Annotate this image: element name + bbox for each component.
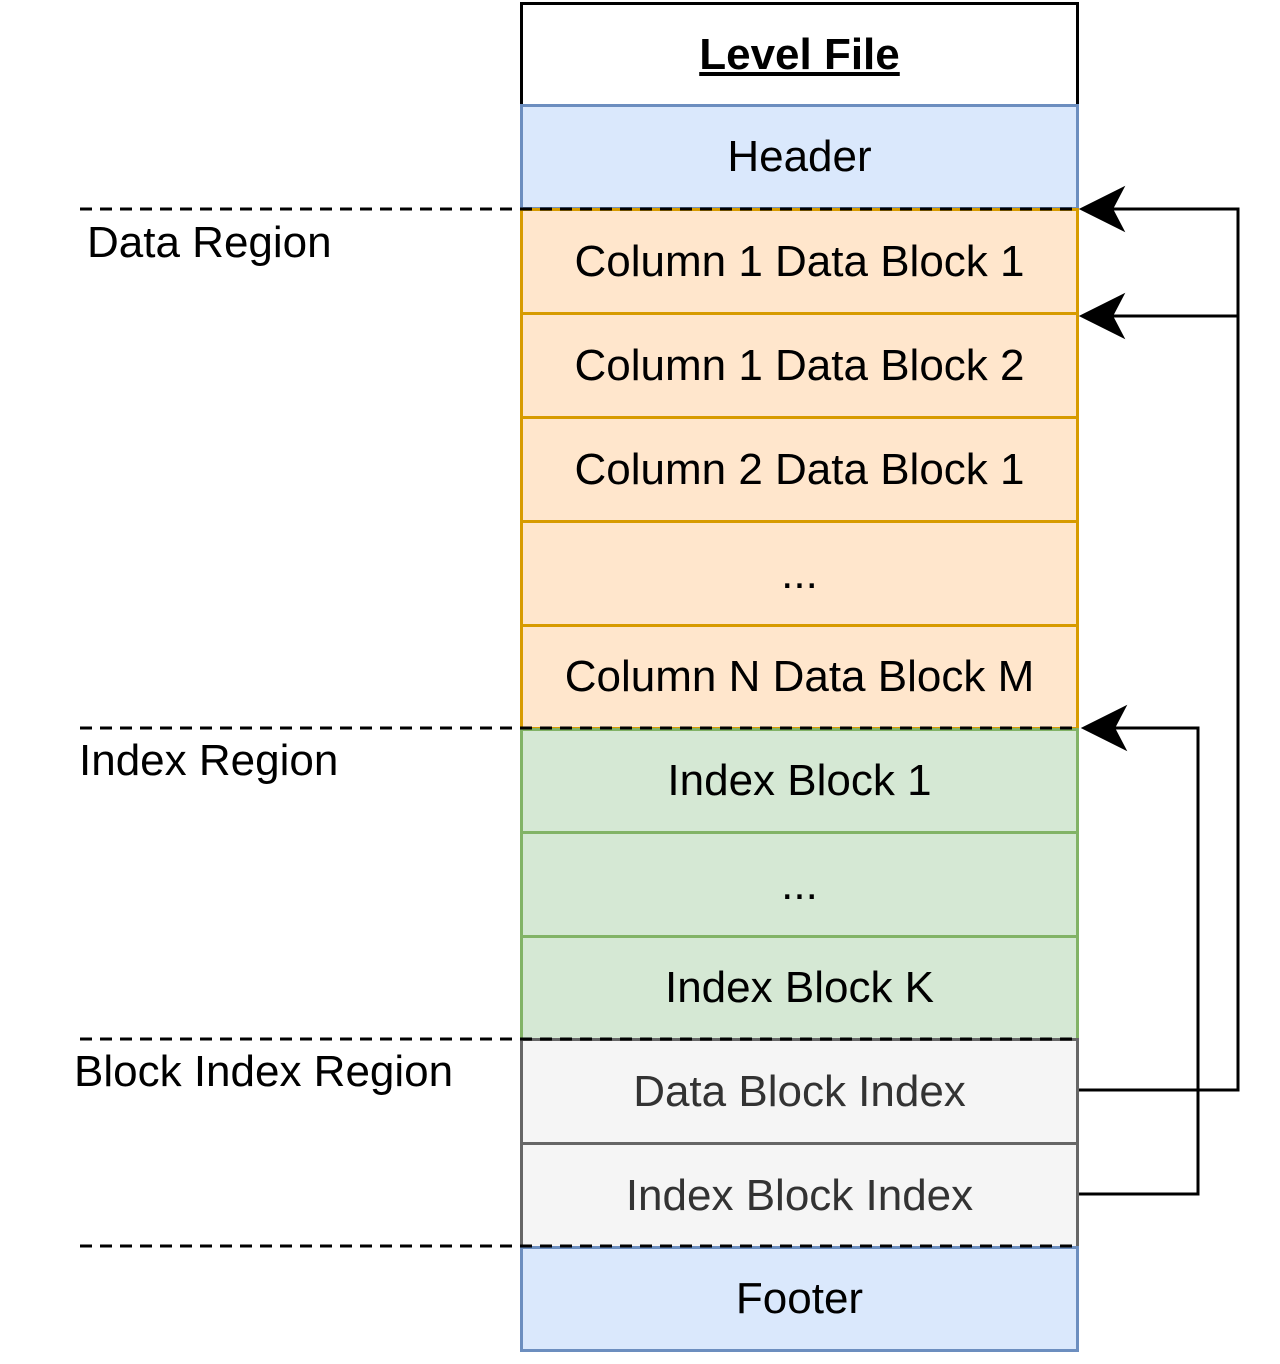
index-block-k: Index Block K	[520, 935, 1079, 1041]
arrowhead-to-column-1-block-1	[1078, 185, 1126, 233]
header-label: Header	[727, 132, 872, 181]
column-2-data-block-1-label: Column 2 Data Block 1	[574, 444, 1025, 494]
index-region-label: Index Region	[79, 736, 339, 785]
data-block-index-arrow-line-1	[1079, 207, 1240, 1092]
footer-block: Footer	[520, 1246, 1079, 1352]
index-block-index-arrow-line	[1079, 726, 1200, 1196]
data-ellipsis-label: ...	[781, 548, 818, 598]
level-file-title: Level File	[699, 30, 900, 79]
column-1-data-block-2: Column 1 Data Block 2	[520, 312, 1079, 419]
data-ellipsis-block: ...	[520, 520, 1079, 627]
column-n-data-block-m-label: Column N Data Block M	[564, 652, 1035, 701]
arrowhead-to-index-block-1	[1080, 704, 1128, 752]
data-block-index-label: Data Block Index	[633, 1066, 966, 1116]
column-n-data-block-m: Column N Data Block M	[520, 624, 1079, 730]
column-1-data-block-2-label: Column 1 Data Block 2	[574, 340, 1025, 390]
index-block-k-label: Index Block K	[664, 963, 935, 1012]
index-block-index-label: Index Block Index	[625, 1170, 974, 1220]
column-1-data-block-1-label: Column 1 Data Block 1	[574, 236, 1025, 286]
column-2-data-block-1: Column 2 Data Block 1	[520, 416, 1079, 523]
data-region-label: Data Region	[87, 218, 332, 267]
footer-label: Footer	[735, 1274, 864, 1323]
block-index-region-label: Block Index Region	[74, 1047, 454, 1096]
index-ellipsis-label: ...	[781, 859, 818, 909]
arrowhead-to-column-1-block-2	[1078, 292, 1126, 340]
header-block: Header	[520, 104, 1079, 210]
index-block-1-label: Index Block 1	[667, 756, 932, 805]
index-ellipsis-block: ...	[520, 831, 1079, 938]
level-file-title-box: Level File	[520, 2, 1079, 105]
index-block-1: Index Block 1	[520, 728, 1079, 834]
